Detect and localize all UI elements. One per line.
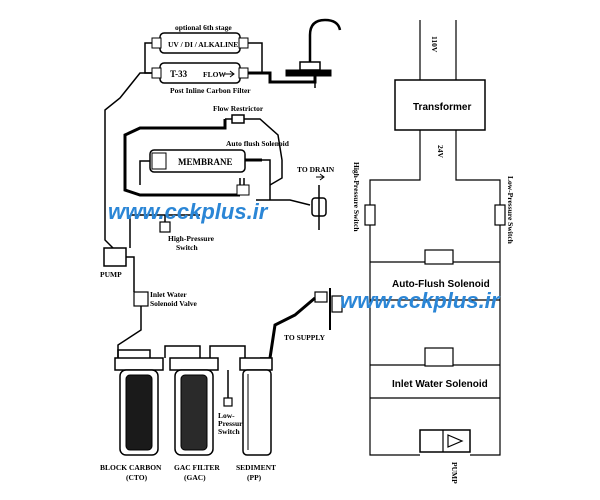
drain-clamp: TO DRAIN — [256, 165, 335, 230]
to-supply-label: TO SUPPLY — [284, 333, 326, 342]
high-pressure-switch-label-2: Switch — [176, 243, 198, 252]
low-pressure-label-1: Low- — [218, 411, 235, 420]
high-pressure-switch-symbol — [364, 204, 376, 226]
sediment-label: SEDIMENT — [236, 463, 276, 472]
high-pressure-switch: High-Pressure Switch — [159, 215, 215, 252]
low-pressure-switch-symbol — [494, 204, 506, 226]
auto-flush-solenoid-label: Auto flush Solenoid — [226, 139, 290, 148]
watermark-left: www.cckplus.ir — [108, 199, 269, 224]
gac-filter-label: GAC FILTER — [174, 463, 220, 472]
sediment-filter: SEDIMENT (PP) — [236, 357, 276, 482]
uv-di-alkaline-label: UV / DI / ALKALINE — [168, 40, 238, 49]
block-carbon-label: BLOCK CARBON — [100, 463, 162, 472]
to-drain-label: TO DRAIN — [297, 165, 335, 174]
v110-label: 110V — [430, 36, 439, 53]
faucet — [285, 18, 342, 88]
low-pressure-switch-text: Low-Pressure Switch — [506, 176, 515, 245]
pp-label: (PP) — [247, 473, 262, 482]
pump-symbol: PUMP — [419, 429, 471, 484]
optional-stage-label: optional 6th stage — [175, 23, 232, 32]
post-inline-label: Post Inline Carbon Filter — [170, 86, 251, 95]
pump-unit: PUMP — [100, 215, 135, 285]
cto-label: (CTO) — [126, 473, 148, 482]
high-pressure-switch-text: High-Pressure Switch — [352, 162, 361, 232]
electrical-diagram: 110V Transformer 24V High-Pressure Switc… — [352, 20, 515, 484]
flow-label: FLOW — [203, 70, 226, 79]
low-pressure-switch: Low- Pressure Switch — [218, 370, 246, 436]
gac-label: (GAC) — [184, 473, 206, 482]
transformer-label: Transformer — [413, 102, 471, 113]
uv-di-alkaline-filter: optional 6th stage UV / DI / ALKALINE — [151, 23, 249, 54]
pump-electrical-label: PUMP — [450, 462, 459, 484]
low-pressure-label-3: Switch — [218, 427, 240, 436]
flow-restrictor-label: Flow Restrictor — [213, 104, 264, 113]
pump-label: PUMP — [100, 270, 122, 279]
inlet-water-solenoid-text: Inlet Water Solenoid — [392, 379, 488, 390]
t33-post-carbon-filter: T-33 FLOW Post Inline Carbon Filter — [151, 62, 251, 95]
v24-label: 24V — [436, 145, 445, 159]
t33-label: T-33 — [170, 69, 188, 79]
supply-valve: TO SUPPLY — [284, 288, 343, 342]
low-pressure-label-2: Pressure — [218, 419, 246, 428]
inlet-solenoid-valve: Inlet Water Solenoid Valve — [133, 285, 198, 308]
membrane-label: MEMBRANE — [178, 157, 233, 167]
inlet-valve-label-2: Solenoid Valve — [150, 299, 198, 308]
transformer-box — [394, 79, 486, 131]
membrane-housing: MEMBRANE — [149, 149, 262, 196]
block-carbon-filter: BLOCK CARBON (CTO) — [100, 357, 164, 482]
high-pressure-switch-label-1: High-Pressure — [168, 234, 215, 243]
auto-flush-solenoid-text: Auto-Flush Solenoid — [392, 279, 490, 290]
inlet-valve-label-1: Inlet Water — [150, 290, 187, 299]
plumbing-diagram: optional 6th stage UV / DI / ALKALINE T-… — [100, 18, 343, 482]
gac-filter: GAC FILTER (GAC) — [169, 357, 220, 482]
watermark-right: www.cckplus.ir — [340, 288, 501, 313]
